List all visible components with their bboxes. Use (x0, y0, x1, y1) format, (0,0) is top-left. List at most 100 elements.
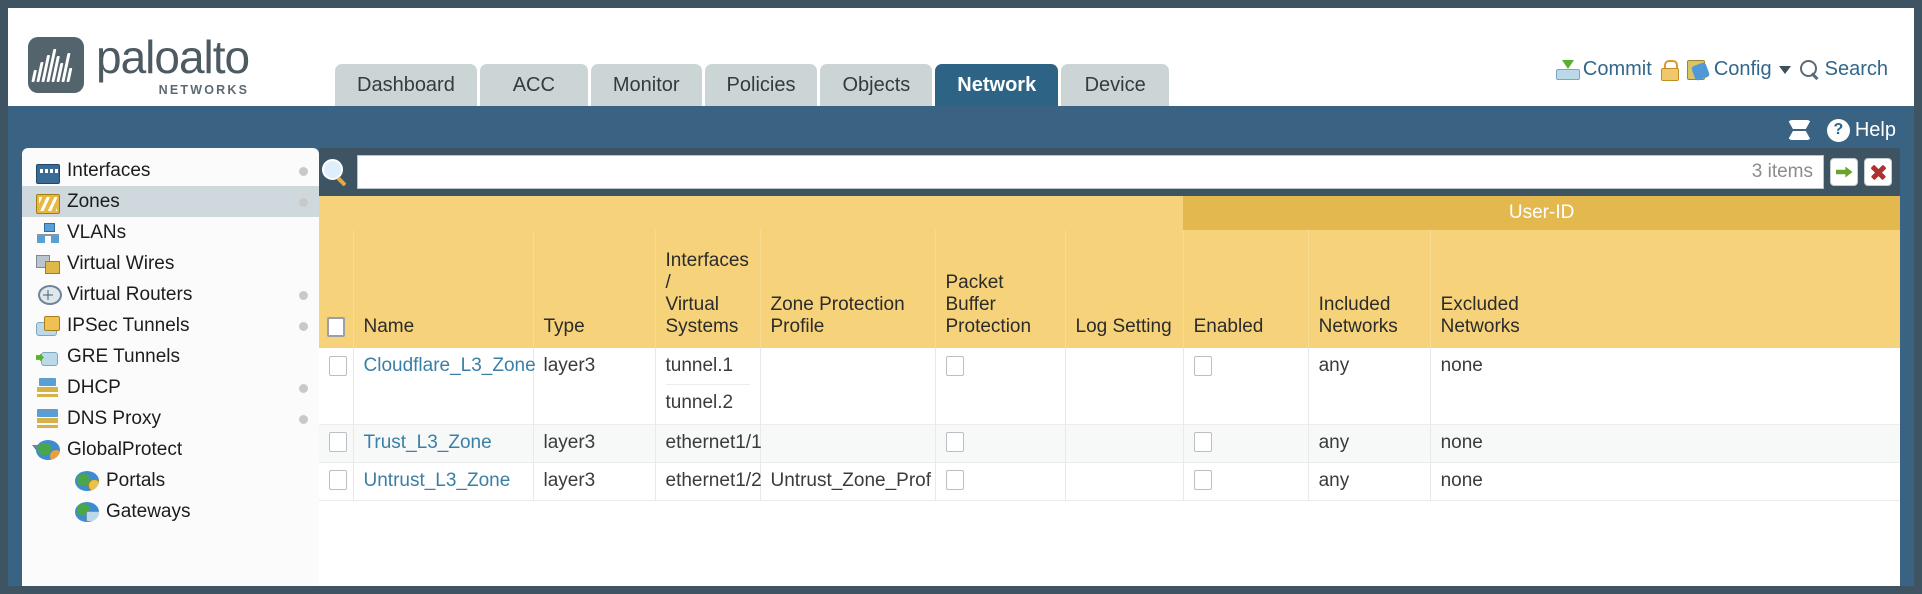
cell-interfaces: ethernet1/2 (655, 462, 762, 501)
cell-excluded-networks: none (1430, 462, 1900, 501)
status-dot (299, 322, 308, 331)
refresh-icon[interactable] (1786, 118, 1813, 142)
table-row[interactable]: Cloudflare_L3_Zone layer3 tunnel.1 tunne… (319, 348, 1900, 425)
sidebar-item-zones[interactable]: Zones (22, 186, 319, 217)
table-group-header-row: User-ID (319, 196, 1900, 230)
cell-userid-enabled[interactable] (1183, 424, 1309, 463)
select-all-checkbox[interactable] (327, 316, 345, 337)
globalprotect-icon (36, 439, 60, 460)
search-button[interactable]: Search (1799, 58, 1888, 81)
tab-device[interactable]: Device (1061, 64, 1170, 106)
cell-packet-buffer-protection[interactable] (935, 462, 1066, 501)
cell-excluded-networks: none (1430, 348, 1900, 425)
tab-network[interactable]: Network (935, 64, 1059, 106)
column-header-packet-buffer-protection[interactable]: Packet Buffer Protection (935, 230, 1066, 348)
help-button[interactable]: ? Help (1826, 118, 1896, 142)
zone-name-link[interactable]: Trust_L3_Zone (363, 431, 492, 453)
column-header-type[interactable]: Type (533, 230, 656, 348)
tab-dashboard[interactable]: Dashboard (335, 64, 477, 106)
brand-name: paloalto (96, 31, 250, 83)
tab-acc[interactable]: ACC (479, 64, 588, 106)
sidebar-item-label: Portals (106, 469, 166, 491)
sidebar-item-interfaces[interactable]: Interfaces (22, 155, 319, 186)
sidebar-item-ipsec-tunnels[interactable]: IPSec Tunnels (22, 310, 319, 341)
row-select-cell[interactable] (319, 348, 354, 425)
packet-buffer-checkbox[interactable] (945, 432, 964, 453)
column-header-name[interactable]: Name (353, 230, 534, 348)
table-row[interactable]: Untrust_L3_Zone layer3 ethernet1/2 Untru… (319, 462, 1900, 501)
sidebar-item-virtual-wires[interactable]: Virtual Wires (22, 248, 319, 279)
select-all-header[interactable] (319, 230, 354, 348)
row-checkbox[interactable] (329, 355, 347, 376)
zone-name-link[interactable]: Cloudflare_L3_Zone (363, 355, 536, 376)
search-field-wrapper[interactable]: 3 items (357, 155, 1824, 189)
sidebar-item-virtual-routers[interactable]: Virtual Routers (22, 279, 319, 310)
config-menu[interactable]: Config (1686, 58, 1791, 81)
paloalto-logo-icon (28, 37, 84, 93)
status-dot (299, 198, 308, 207)
cell-userid-enabled[interactable] (1183, 462, 1309, 501)
sidebar-item-gre-tunnels[interactable]: GRE Tunnels (22, 341, 319, 372)
cell-log-setting (1065, 462, 1184, 501)
commit-icon (1555, 59, 1580, 80)
cell-included-networks: any (1308, 348, 1431, 425)
cell-name[interactable]: Untrust_L3_Zone (353, 462, 534, 501)
commit-label: Commit (1582, 58, 1652, 80)
col-line-2: Networks (1318, 316, 1398, 337)
chevron-down-icon (1778, 65, 1791, 74)
commit-button[interactable]: Commit (1555, 58, 1652, 81)
sidebar-item-label: VLANs (67, 221, 127, 243)
interface-entry: ethernet1/1 (665, 431, 762, 453)
zone-name-link[interactable]: Untrust_L3_Zone (363, 469, 511, 491)
cell-log-setting (1065, 348, 1184, 425)
sidebar-item-dns-proxy[interactable]: DNS Proxy (22, 403, 319, 434)
row-checkbox[interactable] (329, 470, 347, 491)
search-label: Search (1824, 58, 1888, 80)
column-header-interfaces[interactable]: Interfaces / Virtual Systems (655, 230, 761, 348)
magnifier-icon[interactable] (321, 158, 349, 186)
userid-enabled-checkbox[interactable] (1193, 432, 1212, 453)
gre-tunnels-icon (36, 347, 60, 367)
tab-policies[interactable]: Policies (704, 64, 818, 106)
search-input[interactable] (368, 161, 1742, 183)
packet-buffer-checkbox[interactable] (945, 470, 964, 491)
gateways-icon (75, 501, 99, 522)
packet-buffer-checkbox[interactable] (945, 355, 964, 376)
sidebar-item-vlans[interactable]: VLANs (22, 217, 319, 248)
userid-enabled-checkbox[interactable] (1193, 355, 1212, 376)
apply-filter-button[interactable] (1830, 158, 1858, 186)
sidebar-item-globalprotect[interactable]: GlobalProtect (22, 434, 319, 465)
help-icon: ? (1826, 118, 1850, 142)
dhcp-icon (36, 377, 60, 398)
cell-name[interactable]: Cloudflare_L3_Zone (353, 348, 536, 425)
sidebar-item-dhcp[interactable]: DHCP (22, 372, 319, 403)
sidebar-item-portals[interactable]: Portals (22, 465, 319, 496)
row-select-cell[interactable] (319, 462, 354, 501)
sidebar-item-gateways[interactable]: Gateways (22, 496, 319, 527)
main-nav-tabs[interactable]: Dashboard ACC Monitor Policies Objects N… (335, 64, 1170, 106)
col-line-2: Protection (945, 316, 1032, 337)
column-header-enabled[interactable]: Enabled (1183, 230, 1309, 348)
status-dot (299, 167, 308, 176)
tab-objects[interactable]: Objects (820, 64, 933, 106)
lock-icon[interactable] (1660, 59, 1679, 81)
column-header-zone-protection-profile[interactable]: Zone Protection Profile (760, 230, 936, 348)
cell-packet-buffer-protection[interactable] (935, 348, 1066, 425)
cell-userid-enabled[interactable] (1183, 348, 1309, 425)
column-header-included-networks[interactable]: Included Networks (1308, 230, 1431, 348)
table-row[interactable]: Trust_L3_Zone layer3 ethernet1/1 (319, 424, 1900, 463)
interface-entry: tunnel.2 (665, 392, 734, 413)
cell-included-networks: any (1308, 424, 1431, 463)
cell-name[interactable]: Trust_L3_Zone (353, 424, 534, 463)
clear-filter-button[interactable] (1864, 158, 1892, 186)
dns-proxy-icon (36, 408, 60, 429)
row-select-cell[interactable] (319, 424, 354, 463)
column-header-excluded-networks[interactable]: Excluded Networks (1430, 230, 1900, 348)
col-line-2: Profile (770, 316, 825, 337)
row-checkbox[interactable] (329, 432, 347, 453)
tab-monitor[interactable]: Monitor (590, 64, 702, 106)
column-header-log-setting[interactable]: Log Setting (1065, 230, 1184, 348)
userid-enabled-checkbox[interactable] (1193, 470, 1212, 491)
cell-packet-buffer-protection[interactable] (935, 424, 1066, 463)
